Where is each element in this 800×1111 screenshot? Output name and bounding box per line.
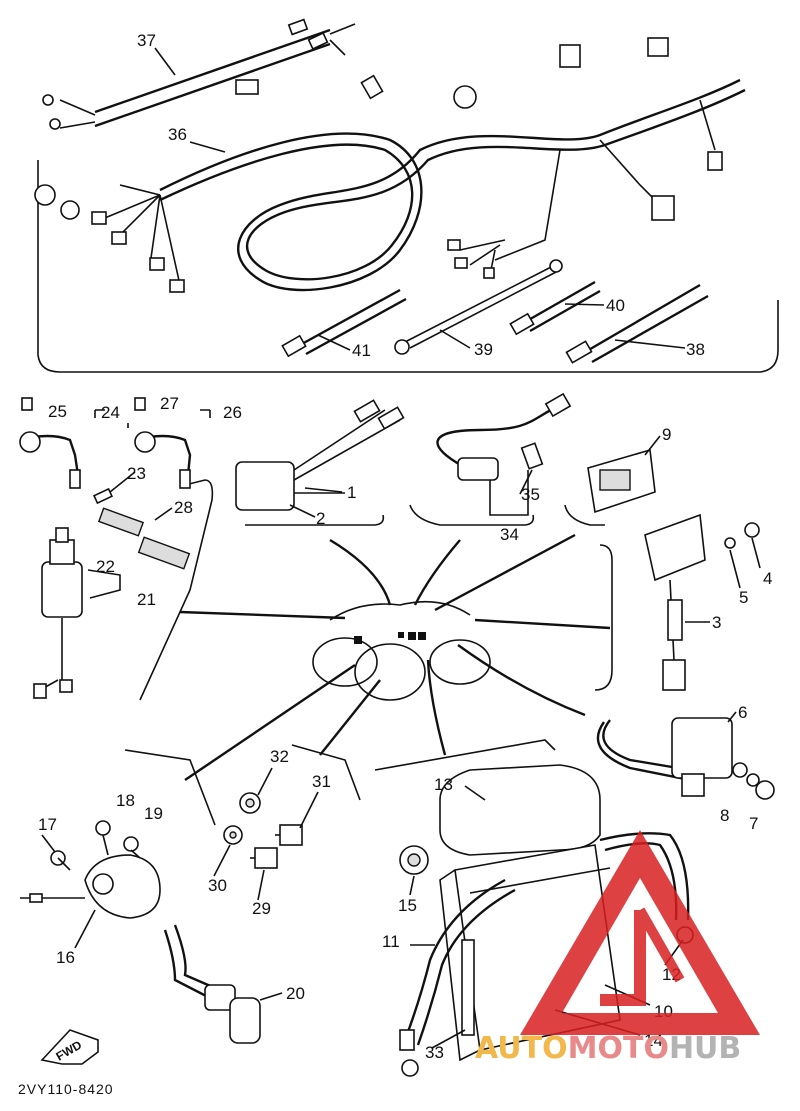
callout-28: 28 bbox=[174, 498, 193, 517]
callout-21: 21 bbox=[137, 590, 156, 609]
callout-4: 4 bbox=[763, 569, 772, 588]
callout-25: 25 bbox=[48, 402, 67, 421]
callout-3: 3 bbox=[712, 613, 721, 632]
diagram-code: 2VY110-8420 bbox=[18, 1081, 114, 1097]
callout-22: 22 bbox=[96, 557, 115, 576]
callout-35: 35 bbox=[521, 485, 540, 504]
parts-bottom-left bbox=[20, 792, 303, 1065]
callout-38: 38 bbox=[686, 340, 705, 359]
callout-2: 2 bbox=[316, 509, 325, 528]
callout-labels: 1 2 3 4 5 6 7 8 9 10 11 12 13 14 15 16 1… bbox=[38, 31, 772, 1062]
callout-23: 23 bbox=[127, 464, 146, 483]
parts-top-middle bbox=[235, 392, 760, 691]
watermark-suffix: HUB bbox=[669, 1031, 741, 1066]
callout-6: 6 bbox=[738, 703, 747, 722]
mid-section-lines bbox=[124, 479, 613, 826]
callout-39: 39 bbox=[474, 340, 493, 359]
triangle-logo-icon bbox=[520, 830, 760, 1035]
watermark-prefix: AUTO bbox=[475, 1031, 568, 1066]
callout-18: 18 bbox=[116, 791, 135, 810]
callout-14: 14 bbox=[644, 1031, 663, 1050]
callout-5: 5 bbox=[739, 588, 748, 607]
callout-29: 29 bbox=[252, 899, 271, 918]
battery-group bbox=[399, 764, 694, 1077]
callout-30: 30 bbox=[208, 876, 227, 895]
callout-20: 20 bbox=[286, 984, 305, 1003]
main-wire-harness-group bbox=[34, 18, 779, 373]
parts-right-middle bbox=[596, 717, 775, 800]
callout-26: 26 bbox=[223, 403, 242, 422]
callout-27: 27 bbox=[160, 394, 179, 413]
callout-40: 40 bbox=[606, 296, 625, 315]
watermark-middle: MOTO bbox=[568, 1031, 669, 1066]
callout-32: 32 bbox=[270, 747, 289, 766]
callout-36: 36 bbox=[168, 125, 187, 144]
callout-16: 16 bbox=[56, 948, 75, 967]
watermark-text: AUTOMOTOHUB bbox=[475, 1031, 741, 1066]
callout-17: 17 bbox=[38, 815, 57, 834]
callout-15: 15 bbox=[398, 896, 417, 915]
callout-24: 24 bbox=[101, 403, 120, 422]
callout-41: 41 bbox=[352, 341, 371, 360]
automotohub-logo bbox=[520, 830, 760, 1035]
callout-7: 7 bbox=[749, 814, 758, 833]
callout-8: 8 bbox=[720, 806, 729, 825]
parts-left-middle bbox=[19, 397, 211, 699]
callout-31: 31 bbox=[312, 772, 331, 791]
callout-37: 37 bbox=[137, 31, 156, 50]
callout-1: 1 bbox=[347, 483, 356, 502]
callout-34: 34 bbox=[500, 525, 519, 544]
callout-11: 11 bbox=[382, 932, 400, 951]
callout-13: 13 bbox=[434, 775, 453, 794]
callout-9: 9 bbox=[662, 425, 671, 444]
callout-33: 33 bbox=[425, 1043, 444, 1062]
callout-19: 19 bbox=[144, 804, 163, 823]
